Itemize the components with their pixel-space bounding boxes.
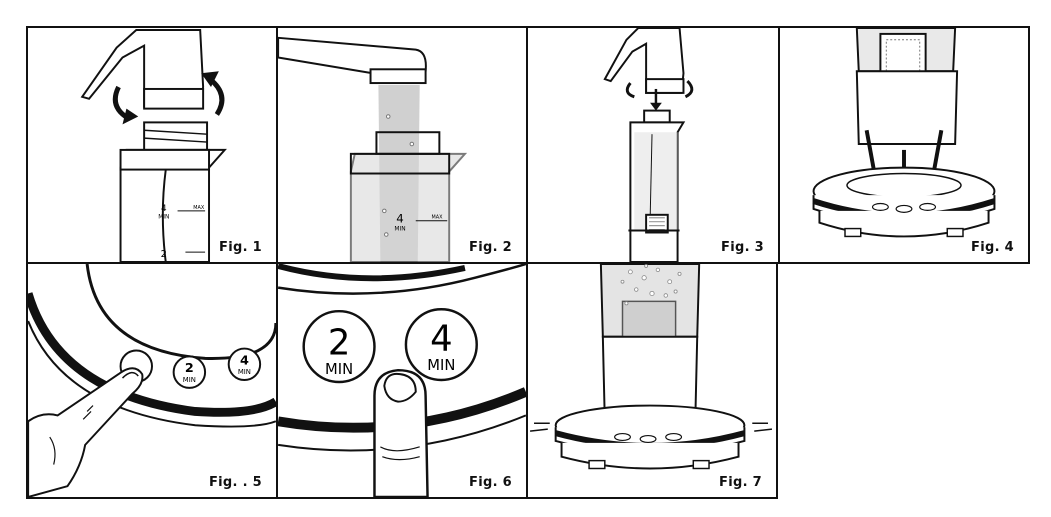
- mark-4: 4: [396, 212, 404, 226]
- base-button-2min: [639, 434, 657, 444]
- four-min-number: 4: [240, 353, 249, 368]
- down-arrow-right: [931, 129, 944, 174]
- foot-right: [946, 227, 964, 238]
- four-min-unit: MIN: [238, 368, 251, 376]
- rotate-arrow-left: [625, 82, 635, 99]
- foot-right: [692, 459, 710, 470]
- two-min-number: 2: [328, 322, 351, 363]
- mark-max: MAX: [193, 205, 205, 211]
- base-band: [28, 292, 276, 417]
- base-inner-ring: [278, 264, 466, 282]
- mark-4: 4: [161, 204, 167, 214]
- figure-5-panel: 2 MIN 4 MIN Fig. . 5: [26, 262, 278, 499]
- bottle-body-filling: [349, 152, 468, 262]
- spray-head: [80, 28, 205, 108]
- bottle-base: [855, 70, 959, 145]
- bottle-neck: [143, 121, 209, 151]
- foot-left: [588, 459, 606, 470]
- figure-3-panel: Fig. 3: [526, 26, 780, 264]
- base-button-power: [614, 432, 631, 442]
- two-min-unit: MIN: [183, 376, 196, 384]
- cartridge: [879, 32, 927, 79]
- fig6-illustration: 2 MIN 4 MIN: [278, 264, 526, 497]
- base-inner-ring: [85, 264, 276, 360]
- base-button-power: [871, 202, 889, 211]
- base-button-4min: [919, 202, 937, 211]
- figure-4-label: Fig. 4: [971, 240, 1014, 255]
- fingernail: [121, 371, 139, 379]
- mark-4-unit: MIN: [158, 215, 169, 221]
- four-min-button[interactable]: [404, 307, 478, 382]
- rotate-arrow-right: [684, 80, 694, 99]
- base-button-4min: [665, 432, 683, 442]
- hydrogen-bubbles: [620, 264, 682, 306]
- dip-tube: [161, 169, 167, 262]
- fig1-illustration: 4 MIN 2 MAX: [80, 28, 227, 262]
- finger-pressing: [373, 368, 429, 497]
- spray-head: [603, 28, 685, 94]
- two-min-number: 2: [185, 361, 194, 376]
- cartridge: [645, 213, 669, 234]
- fingernail: [383, 372, 417, 403]
- arrow-head-left: [122, 108, 139, 125]
- four-min-button[interactable]: [227, 347, 262, 381]
- foot-left: [844, 227, 862, 238]
- four-min-number: 4: [430, 319, 453, 360]
- figure-6-panel: 2 MIN 4 MIN Fig. 6: [276, 262, 528, 499]
- figure-2-label: Fig. 2: [469, 240, 512, 255]
- vibration-left: [530, 422, 550, 432]
- faucet-aerator: [369, 68, 427, 85]
- figure-7-label: Fig. 7: [719, 475, 762, 490]
- mark-4-unit: MIN: [394, 227, 405, 233]
- down-arrow-left: [864, 129, 877, 174]
- hand-pointing: [28, 367, 144, 497]
- fig5-illustration: 2 MIN 4 MIN: [28, 264, 276, 497]
- figure-1-label: Fig. 1: [219, 240, 262, 255]
- mark-2: 2: [161, 249, 167, 260]
- figure-7-panel: Fig. 7: [526, 262, 778, 499]
- mark-max: MAX: [431, 215, 443, 221]
- bottle-neck: [643, 109, 671, 124]
- figure-4-panel: Fig. 4: [778, 26, 1030, 264]
- base-button-2min: [895, 204, 913, 213]
- fig3-illustration: [603, 28, 694, 262]
- figure-5-label: Fig. . 5: [208, 475, 262, 490]
- figure-3-label: Fig. 3: [721, 240, 764, 255]
- fig7-illustration: [530, 264, 773, 470]
- four-min-unit: MIN: [427, 357, 455, 374]
- figure-2-panel: 4 MIN MAX Fig. 2: [276, 26, 528, 264]
- fig2-illustration: 4 MIN MAX: [278, 36, 468, 262]
- figure-1-panel: 4 MIN 2 MAX Fig. 1: [26, 26, 278, 264]
- faucet: [278, 36, 427, 75]
- arrow-head-right: [201, 71, 219, 87]
- two-min-button[interactable]: [172, 355, 207, 389]
- vibration-right: [752, 422, 773, 432]
- figure-6-label: Fig. 6: [469, 475, 512, 490]
- two-min-button[interactable]: [302, 309, 376, 384]
- two-min-unit: MIN: [325, 361, 353, 378]
- fig4-illustration: [812, 28, 996, 238]
- spray-head-collar: [143, 87, 205, 110]
